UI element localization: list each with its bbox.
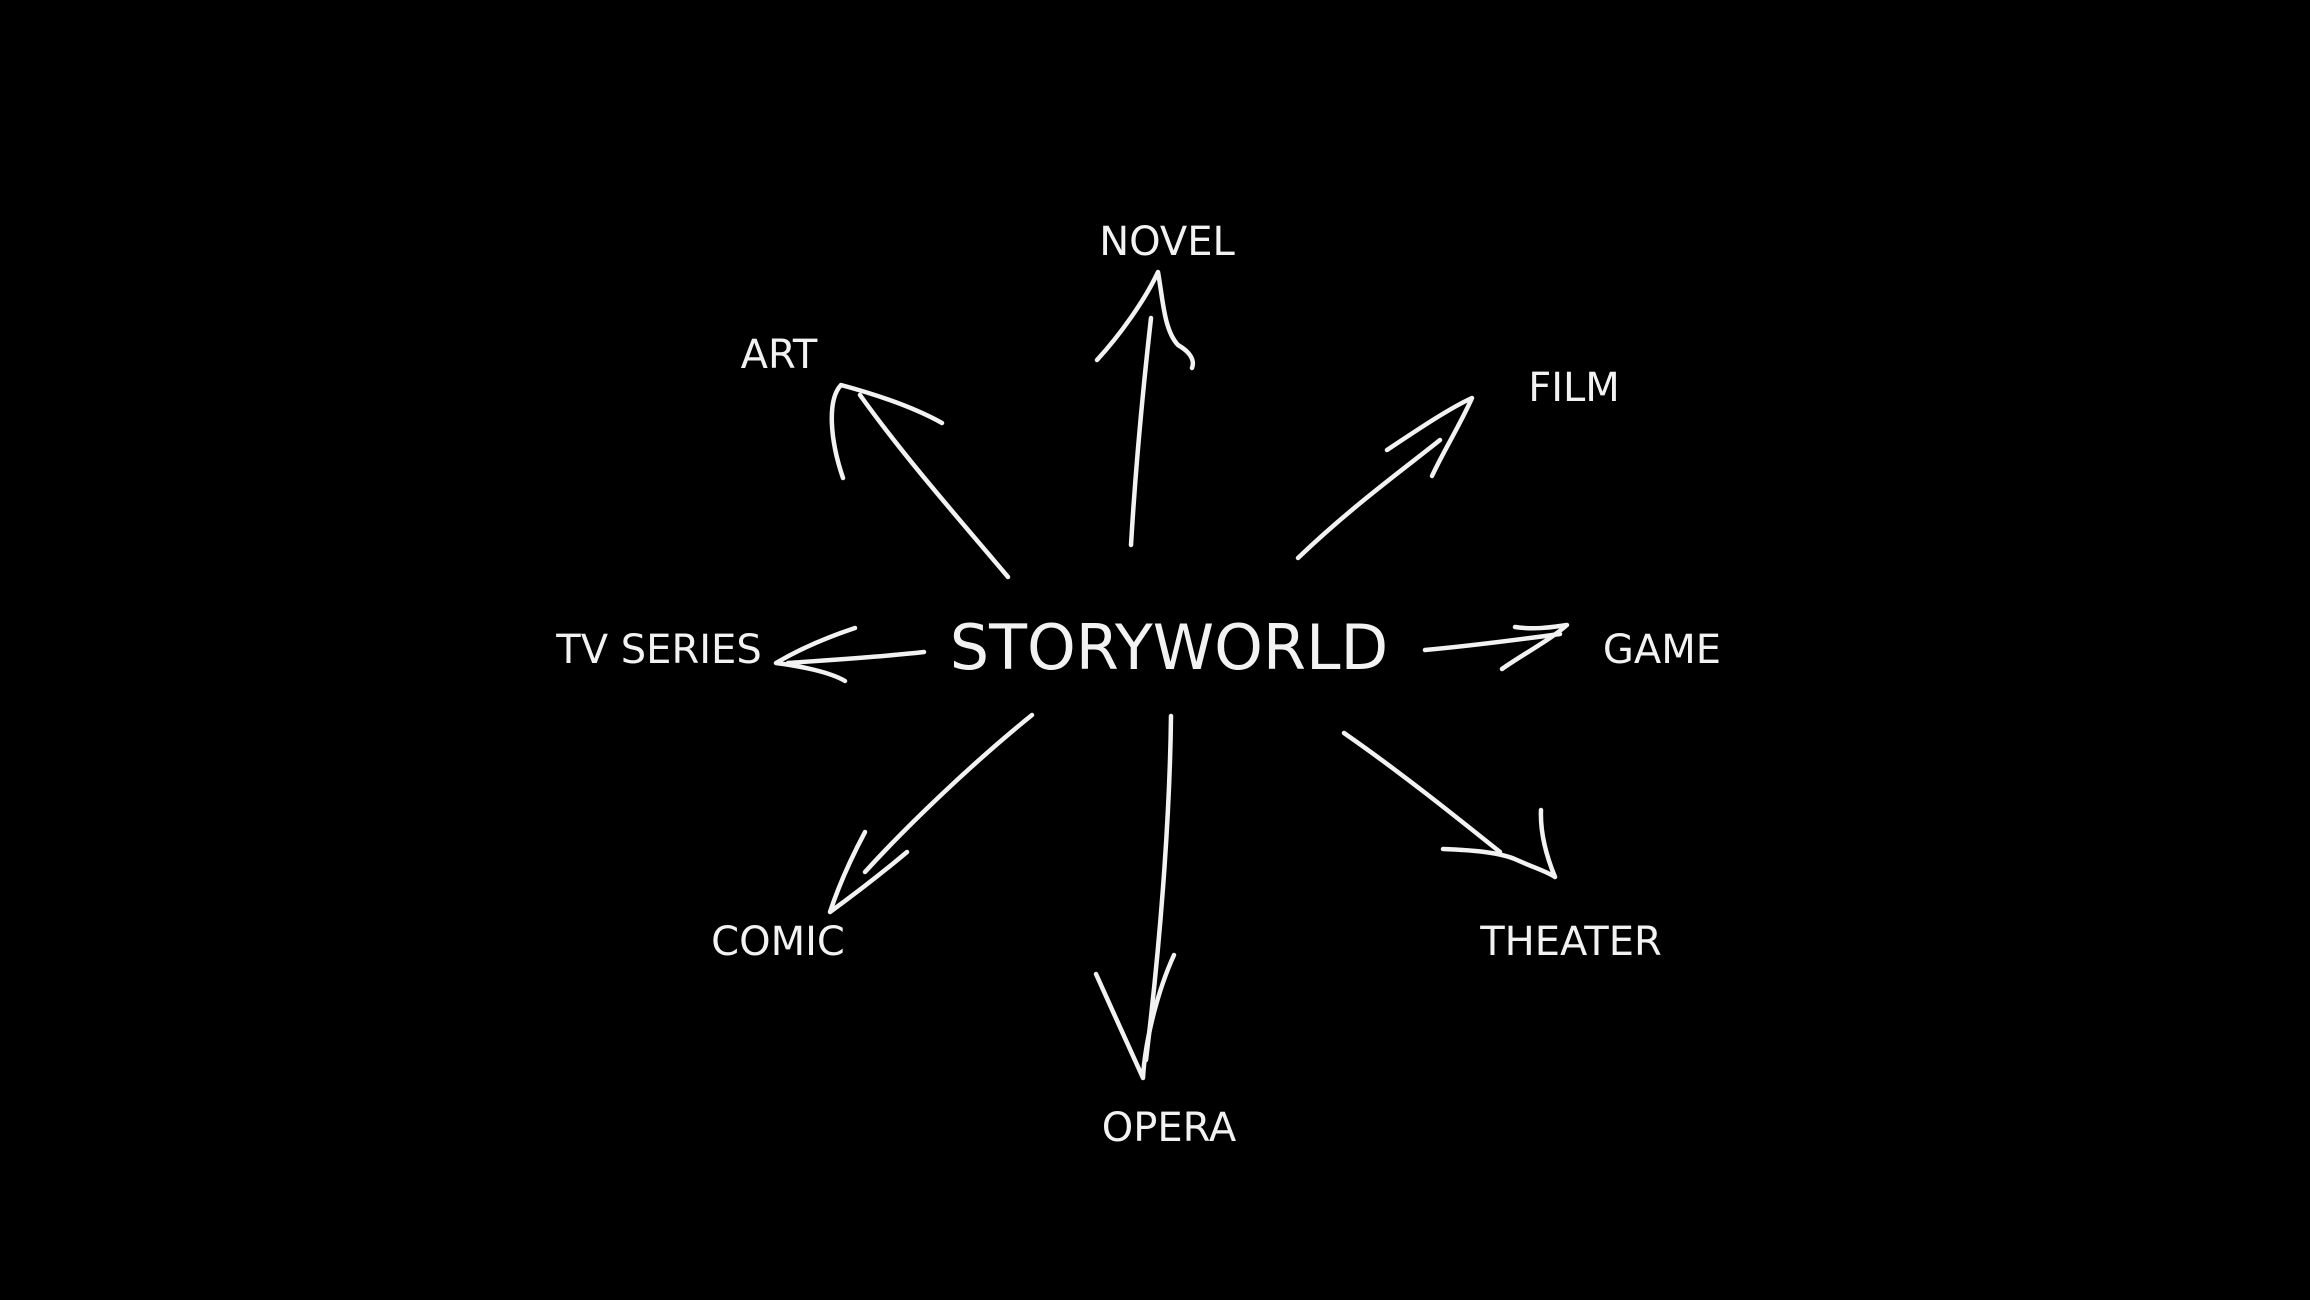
arrow-to-game <box>1422 622 1570 672</box>
film-label: FILM <box>1528 365 1620 411</box>
tv-series-label: TV SERIES <box>556 627 762 673</box>
theater-label: THEATER <box>1480 919 1662 965</box>
art-label: ART <box>740 332 818 378</box>
arrow-to-art <box>829 382 1011 580</box>
arrow-to-film <box>1295 395 1475 561</box>
game-label: GAME <box>1602 627 1722 673</box>
storyworld-label: STORYWORLD <box>949 611 1389 684</box>
arrow-to-comic <box>827 712 1035 915</box>
arrow-to-theater <box>1341 730 1558 880</box>
opera-label: OPERA <box>1101 1105 1237 1151</box>
novel-label: NOVEL <box>1099 219 1235 265</box>
arrow-to-novel <box>1094 269 1196 548</box>
arrow-to-opera <box>1093 713 1177 1081</box>
arrow-to-tv-series <box>773 625 927 684</box>
comic-label: COMIC <box>711 919 845 965</box>
